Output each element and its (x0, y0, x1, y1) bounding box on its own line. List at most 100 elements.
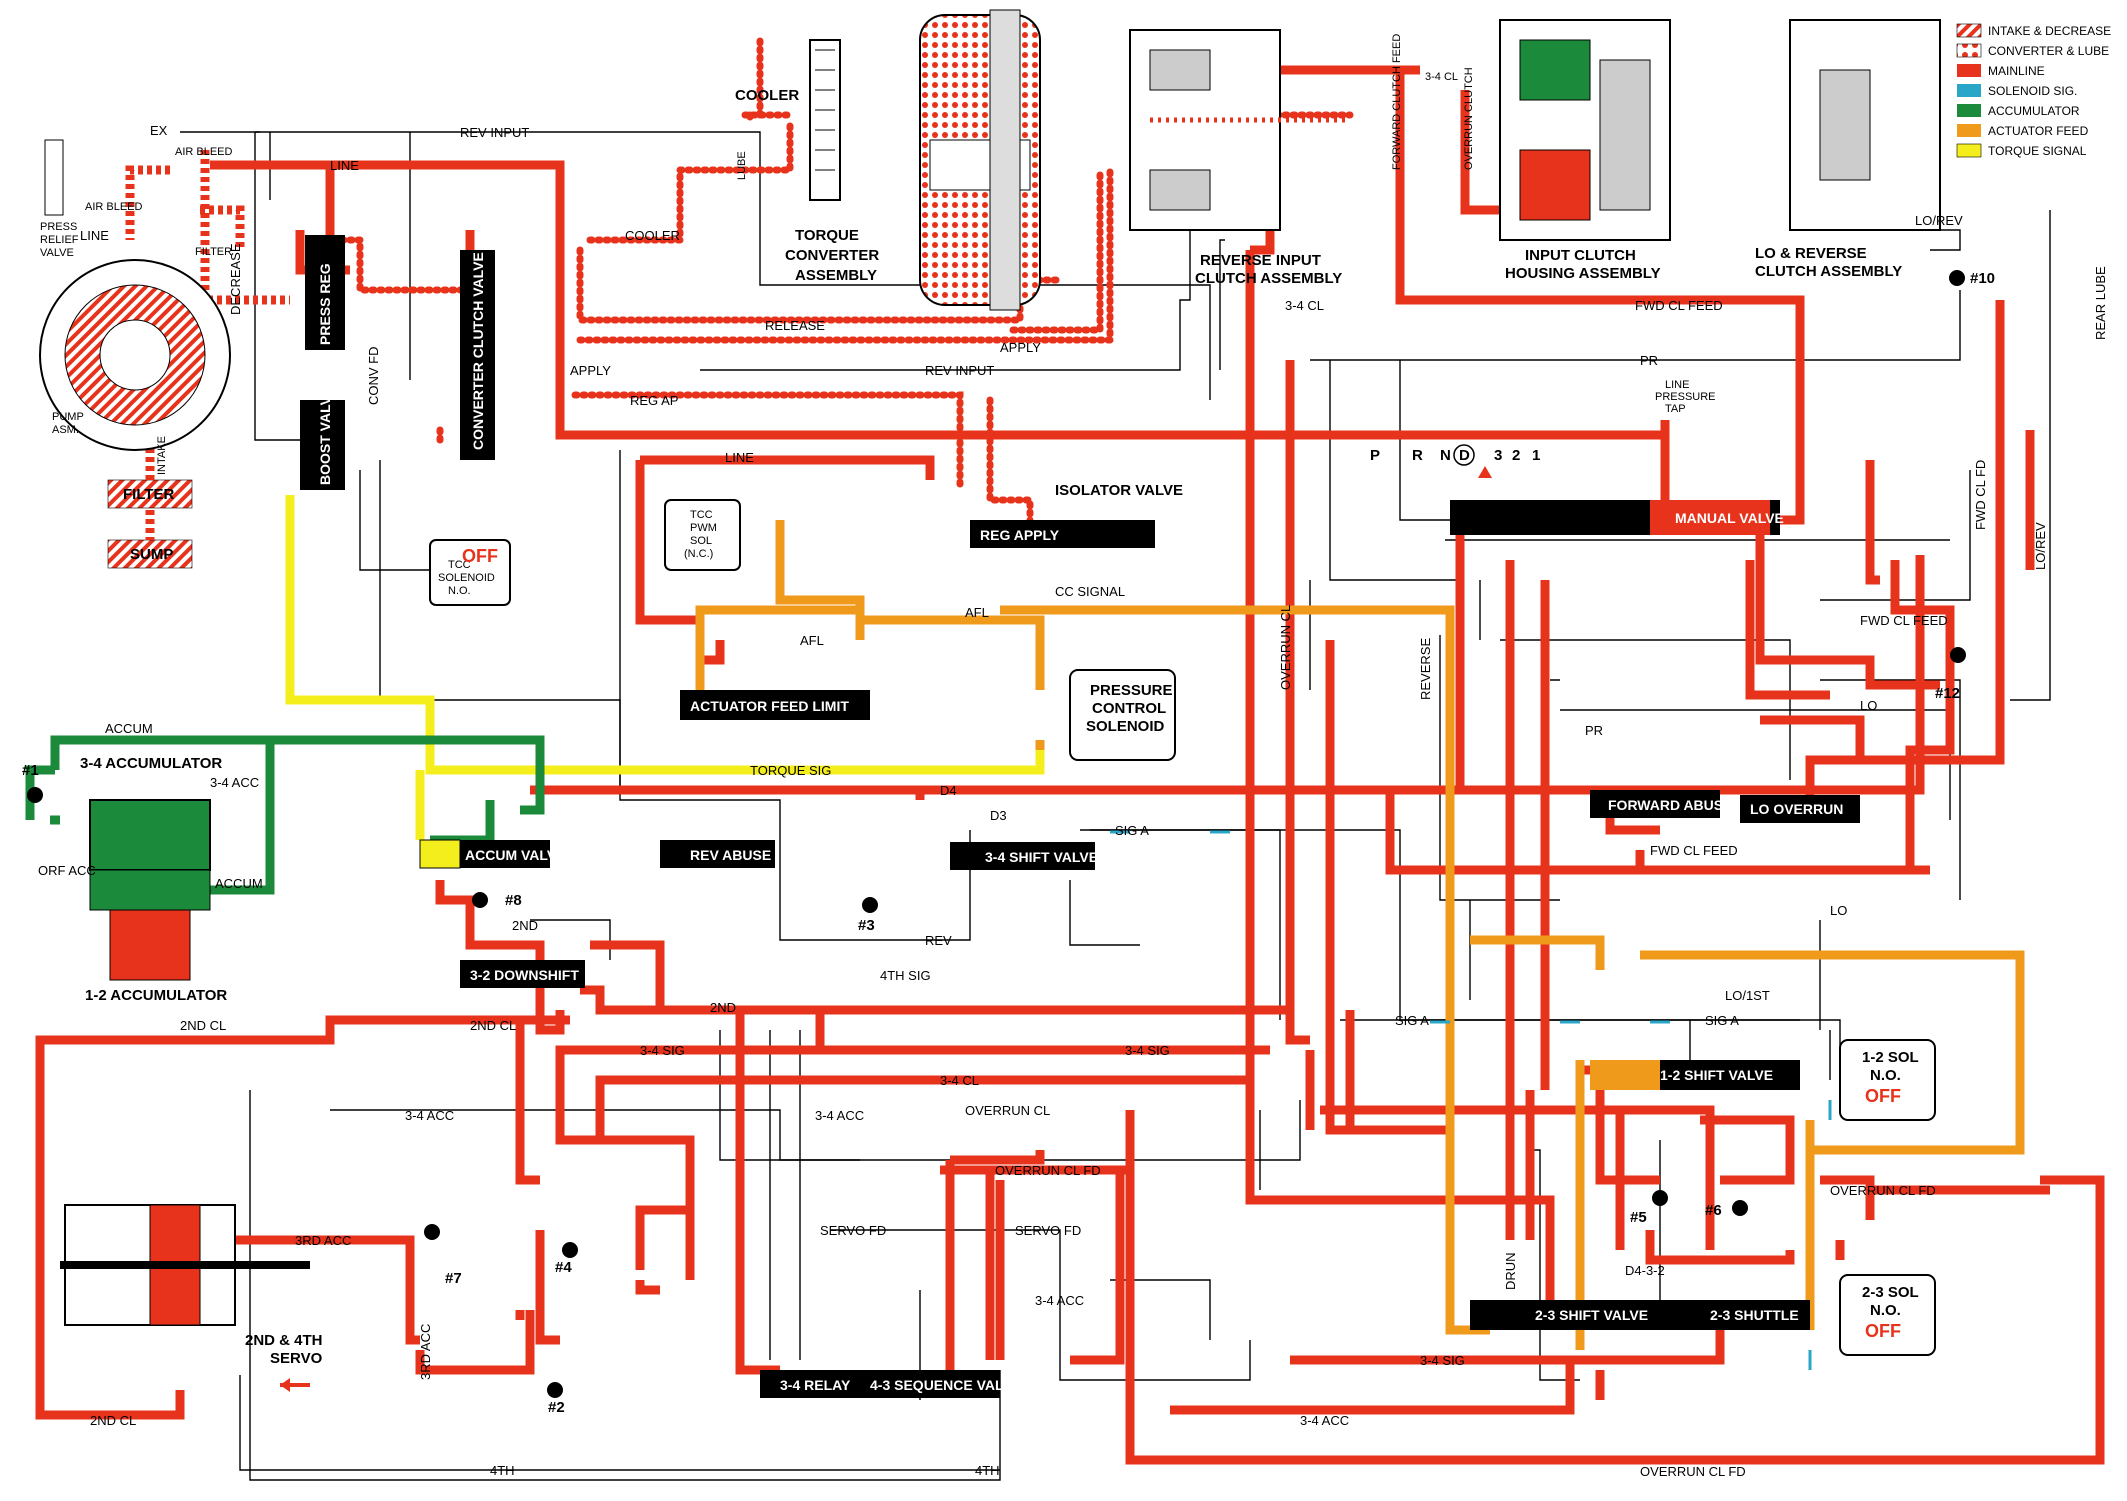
lbl-decrease: DECREASE (228, 243, 243, 315)
valves: PRESS REG BOOST VALVE CONVERTER CLUTCH V… (300, 235, 1860, 1398)
lbl-cooler: COOLER (625, 228, 680, 243)
cooler-label: COOLER (735, 87, 799, 104)
tcc-sol-label-1: TCC (448, 559, 471, 571)
lbl-d3: D3 (990, 808, 1007, 823)
lbl-reg-ap: REG AP (630, 393, 678, 408)
reverse-input-label-2: CLUTCH ASSEMBLY (1195, 270, 1342, 287)
lbl-accum-bottom: ACCUM (215, 876, 263, 891)
lbl-34-acc-top: 3-4 ACC (210, 775, 259, 790)
reverse-input-clutch-assembly: REVERSE INPUT CLUTCH ASSEMBLY (1129, 29, 1350, 287)
boost-valve-label: BOOST VALVE (317, 387, 333, 485)
lbl-34-clutch: 3-4 CL (1425, 71, 1458, 83)
lbl-ex-top: EX (150, 123, 168, 138)
range-2[interactable]: 2 (1512, 447, 1520, 464)
line-tap-label-1: LINE (1665, 379, 1689, 391)
lbl-3rd-acc-1: 3RD ACC (295, 1233, 351, 1248)
range-n[interactable]: N (1440, 447, 1451, 464)
lbl-34-sig-3: 3-4 SIG (1420, 1353, 1465, 1368)
lbl-34-cl-top: 3-4 CL (1285, 298, 1324, 313)
lbl-overrun-cl-fd-3: OVERRUN CL FD (1640, 1464, 1746, 1479)
range-p[interactable]: P (1370, 447, 1380, 464)
lbl-34-acc-mid: 3-4 ACC (405, 1108, 454, 1123)
press-relief-label-3: VALVE (40, 247, 74, 259)
shift-23-valve (1470, 1300, 1810, 1330)
range-selector[interactable]: P R N D 3 2 1 LINE PRESSURE TAP (1370, 379, 1716, 478)
range-1[interactable]: 1 (1532, 447, 1540, 464)
legend-label-mainline: MAINLINE (1988, 64, 2045, 78)
legend-label-actuator: ACTUATOR FEED (1988, 124, 2089, 138)
servo-label-2: SERVO (270, 1350, 323, 1367)
reg-apply-valve (970, 520, 1155, 548)
lbl-overrun-cl-vert: OVERRUN CL (1278, 605, 1293, 690)
range-3[interactable]: 3 (1494, 447, 1502, 464)
actuator-feed-limit-valve (680, 690, 870, 720)
lbl-sig-a-1: SIG A (1115, 823, 1149, 838)
checkball-7: #7 (445, 1270, 462, 1287)
accum-valve-label: ACCUM VALVE (465, 847, 566, 863)
lo-overrun-label: LO OVERRUN (1750, 801, 1843, 817)
lbl-air-bleed-top: AIR BLEED (175, 146, 233, 158)
sol12-state: OFF (1865, 1086, 1901, 1106)
relay-sequence-valve (760, 1370, 1000, 1398)
legend-swatch-solenoid (1957, 84, 1981, 97)
lbl-rev-input-top: REV INPUT (460, 125, 529, 140)
boost-valve (300, 400, 345, 490)
lbl-34-sig-2: 3-4 SIG (1125, 1043, 1170, 1058)
accum-34-label: 3-4 ACCUMULATOR (80, 755, 222, 772)
servo-label-1: 2ND & 4TH (245, 1332, 323, 1349)
tcc-pwm-label-2: PWM (690, 522, 717, 534)
lbl-drun: DRUN (1503, 1252, 1518, 1290)
lbl-line-mid: LINE (725, 450, 754, 465)
torque-converter-assembly: TORQUE CONVERTER ASSEMBLY (785, 9, 1041, 311)
sol23-label-1: 2-3 SOL (1862, 1284, 1919, 1301)
legend-swatch-converter (1956, 43, 1982, 58)
sol23-state: OFF (1865, 1321, 1901, 1341)
lbl-torque-sig: TORQUE SIG (750, 763, 831, 778)
sump-label: SUMP (130, 546, 173, 563)
range-d[interactable]: D (1459, 447, 1470, 464)
rev-abuse-valve (660, 840, 775, 868)
reg-apply-label: REG APPLY (980, 527, 1060, 543)
legend-label-torque: TORQUE SIGNAL (1988, 144, 2087, 158)
lbl-34-cl-1: 3-4 CL (940, 1073, 979, 1088)
passage-labels: REV INPUT LINE LINE DECREASE COOLER RELE… (38, 34, 2108, 1479)
lbl-pr-top: PR (1640, 353, 1658, 368)
lbl-lo-2: LO (1830, 903, 1847, 918)
lbl-rev: REV (925, 933, 952, 948)
press-relief-label-2: RELIEF (40, 234, 79, 246)
legend: INTAKE & DECREASE CONVERTER & LUBE MAINL… (1956, 23, 2111, 158)
lbl-4th-2: 4TH (975, 1463, 1000, 1478)
range-d-circle (1453, 444, 1475, 466)
lbl-sig-a-2: SIG A (1395, 1013, 1429, 1028)
lo-reverse-clutch-assembly: LO & REVERSE CLUTCH ASSEMBLY (1755, 19, 1941, 280)
sol12-label-2: N.O. (1870, 1067, 1901, 1084)
actuator-feed-limit-label: ACTUATOR FEED LIMIT (690, 698, 849, 714)
tcc-pwm-label-3: SOL (690, 535, 712, 547)
lbl-lo-1: LO (1860, 698, 1877, 713)
tcc-pwm-label-1: TCC (690, 509, 713, 521)
lbl-line-top: LINE (330, 158, 359, 173)
lbl-lo-rev-top: LO/REV (1915, 213, 1963, 228)
lbl-release: RELEASE (765, 318, 825, 333)
shift-12-label: 1-2 SHIFT VALVE (1660, 1067, 1773, 1083)
isolator-label: ISOLATOR VALVE (1055, 482, 1183, 499)
lbl-reverse: REVERSE (1418, 638, 1433, 700)
torque-converter-label-3: ASSEMBLY (795, 267, 877, 284)
lbl-fwd-cl-feed-top: FWD CL FEED (1635, 298, 1723, 313)
lbl-lo-1st: LO/1ST (1725, 988, 1770, 1003)
lbl-2nd-cl-bottom: 2ND CL (90, 1413, 136, 1428)
forward-abuse-label: FORWARD ABUSE (1608, 797, 1732, 813)
accumulators: 3-4 ACCUMULATOR 1-2 ACCUMULATOR 2ND & 4T… (60, 755, 323, 1392)
tcc-sol-state: OFF (462, 546, 498, 566)
line-tap-label-3: TAP (1665, 403, 1686, 415)
lbl-34-acc-low: 3-4 ACC (1035, 1293, 1084, 1308)
lbl-servo-fd-1: SERVO FD (820, 1223, 886, 1238)
intake-passages (107, 150, 290, 569)
range-r[interactable]: R (1412, 447, 1423, 464)
lbl-cc-signal: CC SIGNAL (1055, 584, 1125, 599)
pcs-label-3: SOLENOID (1086, 718, 1165, 735)
lbl-fwd-cl-fd: FWD CL FD (1973, 460, 1988, 530)
downshift-32-label: 3-2 DOWNSHIFT (470, 967, 579, 983)
